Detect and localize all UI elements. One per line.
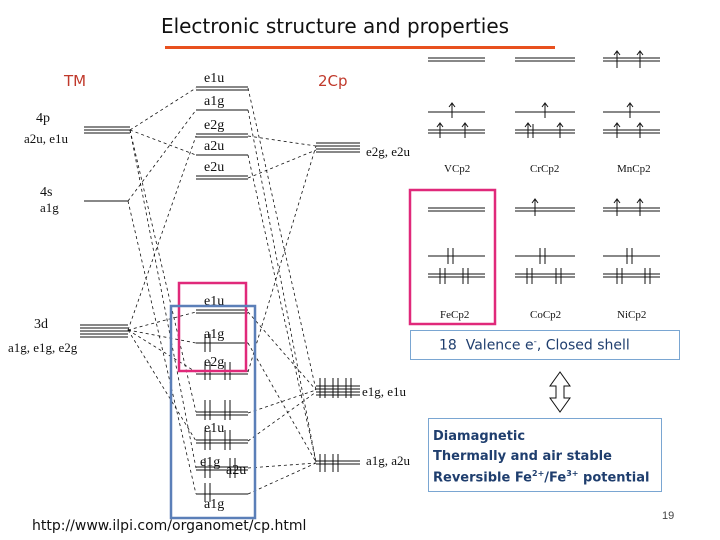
shell-text: 18 Valence e-, Closed shell bbox=[439, 337, 630, 354]
ligand-e2g-e2u: e2g, e2u bbox=[366, 144, 411, 159]
property-stable: Thermally and air stable bbox=[433, 449, 612, 464]
mo-label-a2u-low: a2u bbox=[226, 463, 246, 478]
mo-label-a2u: a2u bbox=[204, 139, 224, 154]
fecp2-highlight bbox=[408, 188, 497, 326]
ligand-e1g-e1u: e1g, e1u bbox=[362, 384, 407, 399]
correlation-lines bbox=[127, 87, 317, 495]
mo-label-e1u-top: e1u bbox=[204, 71, 224, 86]
level-4p-name: 4p bbox=[36, 111, 50, 126]
metallocene-levels-top bbox=[428, 50, 660, 138]
page-number: 19 bbox=[662, 510, 675, 522]
redox-sup2: 3+ bbox=[566, 469, 579, 478]
label-mncp2: MnCp2 bbox=[617, 163, 651, 175]
electron-count: 18 bbox=[439, 337, 457, 354]
redox-prefix: Reversible Fe bbox=[433, 470, 532, 486]
mo-label-e2g-top: e2g bbox=[204, 118, 224, 133]
slide-title: Electronic structure and properties bbox=[160, 14, 510, 38]
shell-suffix: , Closed shell bbox=[536, 337, 630, 354]
title-underline bbox=[165, 46, 555, 49]
shell-superscript: - bbox=[533, 337, 537, 347]
metallocene-levels-bottom bbox=[428, 198, 660, 284]
level-4s-name: 4s bbox=[40, 185, 52, 200]
occupied-orbital-highlight bbox=[169, 304, 257, 520]
shell-box: 18 Valence e-, Closed shell bbox=[410, 330, 680, 360]
mo-label-e1u-low: e1u bbox=[204, 421, 224, 436]
redox-suffix: potential bbox=[578, 470, 650, 486]
mo-label-e2u: e2u bbox=[204, 160, 224, 175]
tm-header: TM bbox=[63, 72, 86, 90]
level-3d-name: 3d bbox=[34, 317, 48, 332]
d-orbital-highlight bbox=[177, 281, 248, 373]
double-arrow-icon bbox=[549, 371, 571, 413]
label-fecp2: FeCp2 bbox=[440, 309, 469, 321]
cp-header: 2Cp bbox=[318, 72, 348, 90]
mo-label-e2g-mid: e2g bbox=[204, 355, 224, 370]
ligand-a1g-a2u: a1g, a2u bbox=[366, 453, 411, 468]
mo-label-a1g-top: a1g bbox=[204, 94, 224, 109]
property-diamagnetic: Diamagnetic bbox=[433, 429, 526, 444]
mo-label-a1g-low: a1g bbox=[204, 497, 224, 512]
label-vcp2: VCp2 bbox=[444, 163, 470, 175]
label-crcp2: CrCp2 bbox=[530, 163, 559, 175]
label-cocp2: CoCp2 bbox=[530, 309, 561, 321]
mo-label-a1g-mid: a1g bbox=[204, 327, 224, 342]
level-4p-sym: a2u, e1u bbox=[24, 131, 69, 146]
source-url: http://www.ilpi.com/organomet/cp.html bbox=[32, 518, 307, 534]
level-3d-sym: a1g, e1g, e2g bbox=[8, 340, 78, 355]
property-redox: Reversible Fe2+/Fe3+ potential bbox=[433, 469, 649, 485]
shell-prefix: Valence e bbox=[465, 337, 534, 354]
redox-mid: /Fe bbox=[544, 470, 567, 486]
level-4s-sym: a1g bbox=[40, 200, 59, 215]
ligand-electrons bbox=[319, 378, 352, 472]
redox-sup1: 2+ bbox=[532, 469, 545, 478]
label-nicp2: NiCp2 bbox=[617, 309, 646, 321]
properties-box: Diamagnetic Thermally and air stable Rev… bbox=[428, 418, 662, 492]
